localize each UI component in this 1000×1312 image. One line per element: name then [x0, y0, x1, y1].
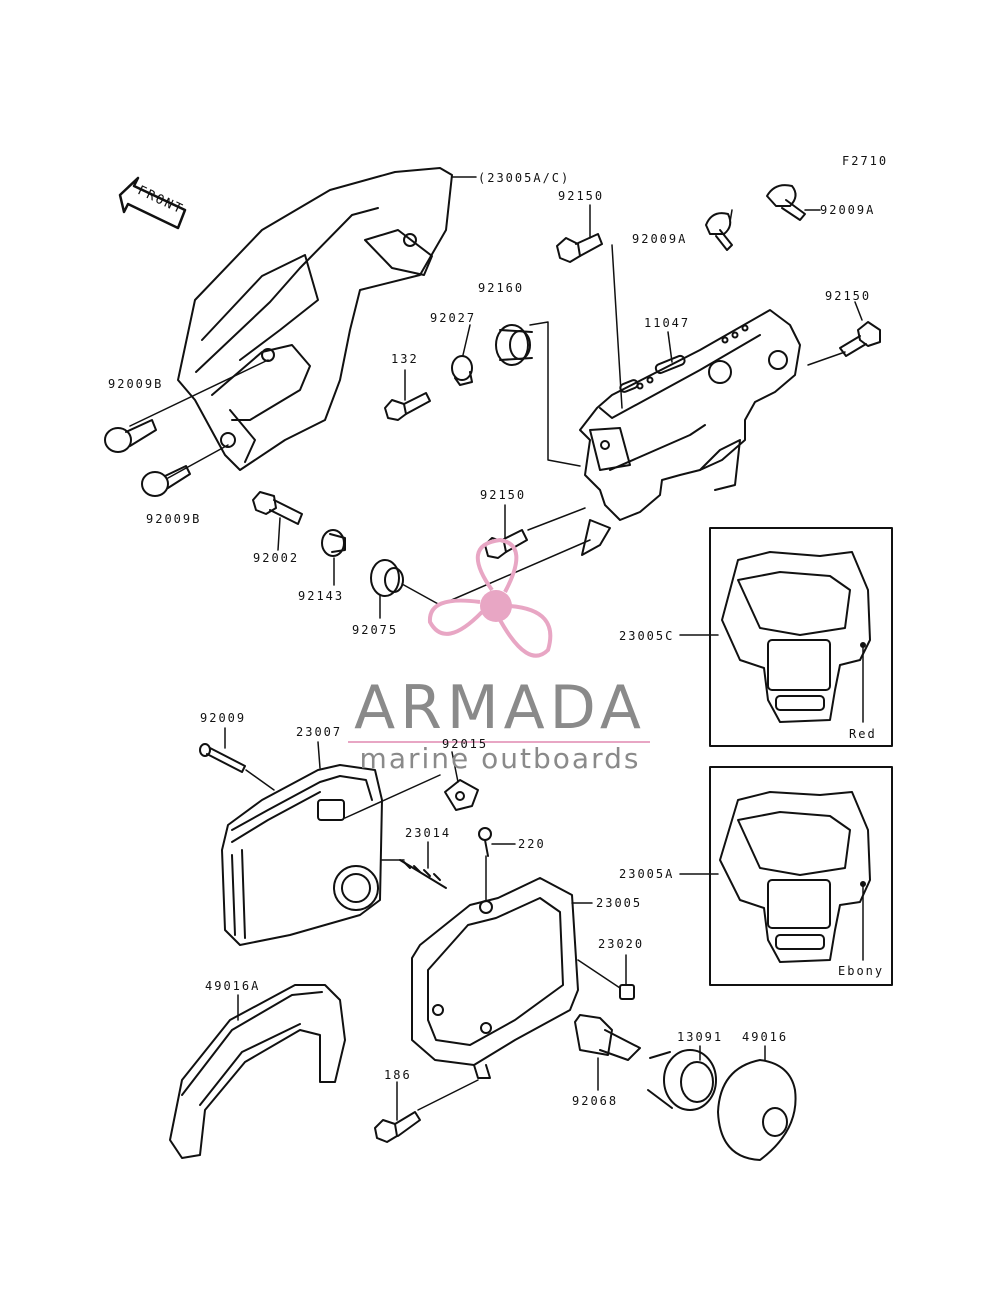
label-92150-right: 92150 [825, 289, 871, 303]
label-92150-top: 92150 [558, 189, 604, 203]
label-186: 186 [384, 1068, 412, 1082]
collar-92027 [451, 355, 473, 386]
screw-92009B-lower [141, 465, 191, 497]
bolt-92150-top [556, 233, 603, 263]
label-92027: 92027 [430, 311, 476, 325]
label-92009A-top: 92009A [820, 203, 875, 217]
collar-92143 [321, 529, 346, 557]
spring-23014 [399, 859, 447, 889]
grommet-92075 [370, 559, 404, 597]
cover-49016A [169, 984, 346, 1159]
propeller-logo-icon [427, 537, 553, 658]
variant-box-23005A [709, 766, 893, 986]
variant-box-23005C [709, 527, 893, 747]
bolt-92002 [252, 491, 303, 525]
cap-49016 [717, 1059, 797, 1161]
leader-lines [129, 204, 864, 1121]
screw-220 [478, 827, 492, 857]
label-92150-mid: 92150 [480, 488, 526, 502]
label-23005: 23005 [596, 896, 642, 910]
label-92143: 92143 [298, 589, 344, 603]
label-92015: 92015 [442, 737, 488, 751]
label-132: 132 [391, 352, 419, 366]
label-23007: 23007 [296, 725, 342, 739]
label-92160: 92160 [478, 281, 524, 295]
bolt-92150-right [839, 321, 881, 357]
screw-92009B-upper [104, 419, 157, 453]
label-13091: 13091 [677, 1030, 723, 1044]
label-92068: 92068 [572, 1094, 618, 1108]
headlight-frame [411, 877, 579, 1079]
socket-13091 [647, 1049, 717, 1111]
nut-23020 [619, 984, 635, 1000]
diagram-code: F2710 [842, 154, 888, 168]
bolt-92150-mid [484, 529, 528, 559]
label-49016: 49016 [742, 1030, 788, 1044]
bolt-186 [374, 1111, 421, 1143]
watermark-tagline: marine outboards [360, 742, 641, 775]
front-label: FRONT [135, 183, 186, 217]
label-23005AC: (23005A/C) [478, 171, 570, 185]
label-92009B-upper: 92009B [108, 377, 163, 391]
watermark-brand: ARMADA [354, 673, 646, 743]
label-92002: 92002 [253, 551, 299, 565]
label-92009B-lower: 92009B [146, 512, 201, 526]
label-11047: 11047 [644, 316, 690, 330]
screw-92009A-mid [705, 212, 733, 251]
variant-label-ebony: Ebony [838, 964, 884, 978]
label-23014: 23014 [405, 826, 451, 840]
label-23020: 23020 [598, 937, 644, 951]
headlight-bracket [579, 309, 801, 556]
headlamp-unit [221, 764, 383, 946]
label-49016A: 49016A [205, 979, 260, 993]
bolt-132 [384, 392, 431, 421]
grommet-92160 [495, 324, 533, 366]
clip-92015 [444, 779, 479, 811]
headlight-cowl [177, 167, 453, 471]
bulb-92068 [574, 1014, 641, 1061]
label-92009: 92009 [200, 711, 246, 725]
screw-92009A-top [766, 184, 806, 221]
variant-label-red: Red [849, 727, 877, 741]
label-92075: 92075 [352, 623, 398, 637]
front-arrow-icon [118, 176, 187, 230]
label-220: 220 [518, 837, 546, 851]
label-23005C: 23005C [619, 629, 674, 643]
label-23005A: 23005A [619, 867, 674, 881]
watermark: ARMADA marine outboards [348, 537, 650, 775]
screw-92009 [199, 743, 246, 773]
label-92009A-mid: 92009A [632, 232, 687, 246]
